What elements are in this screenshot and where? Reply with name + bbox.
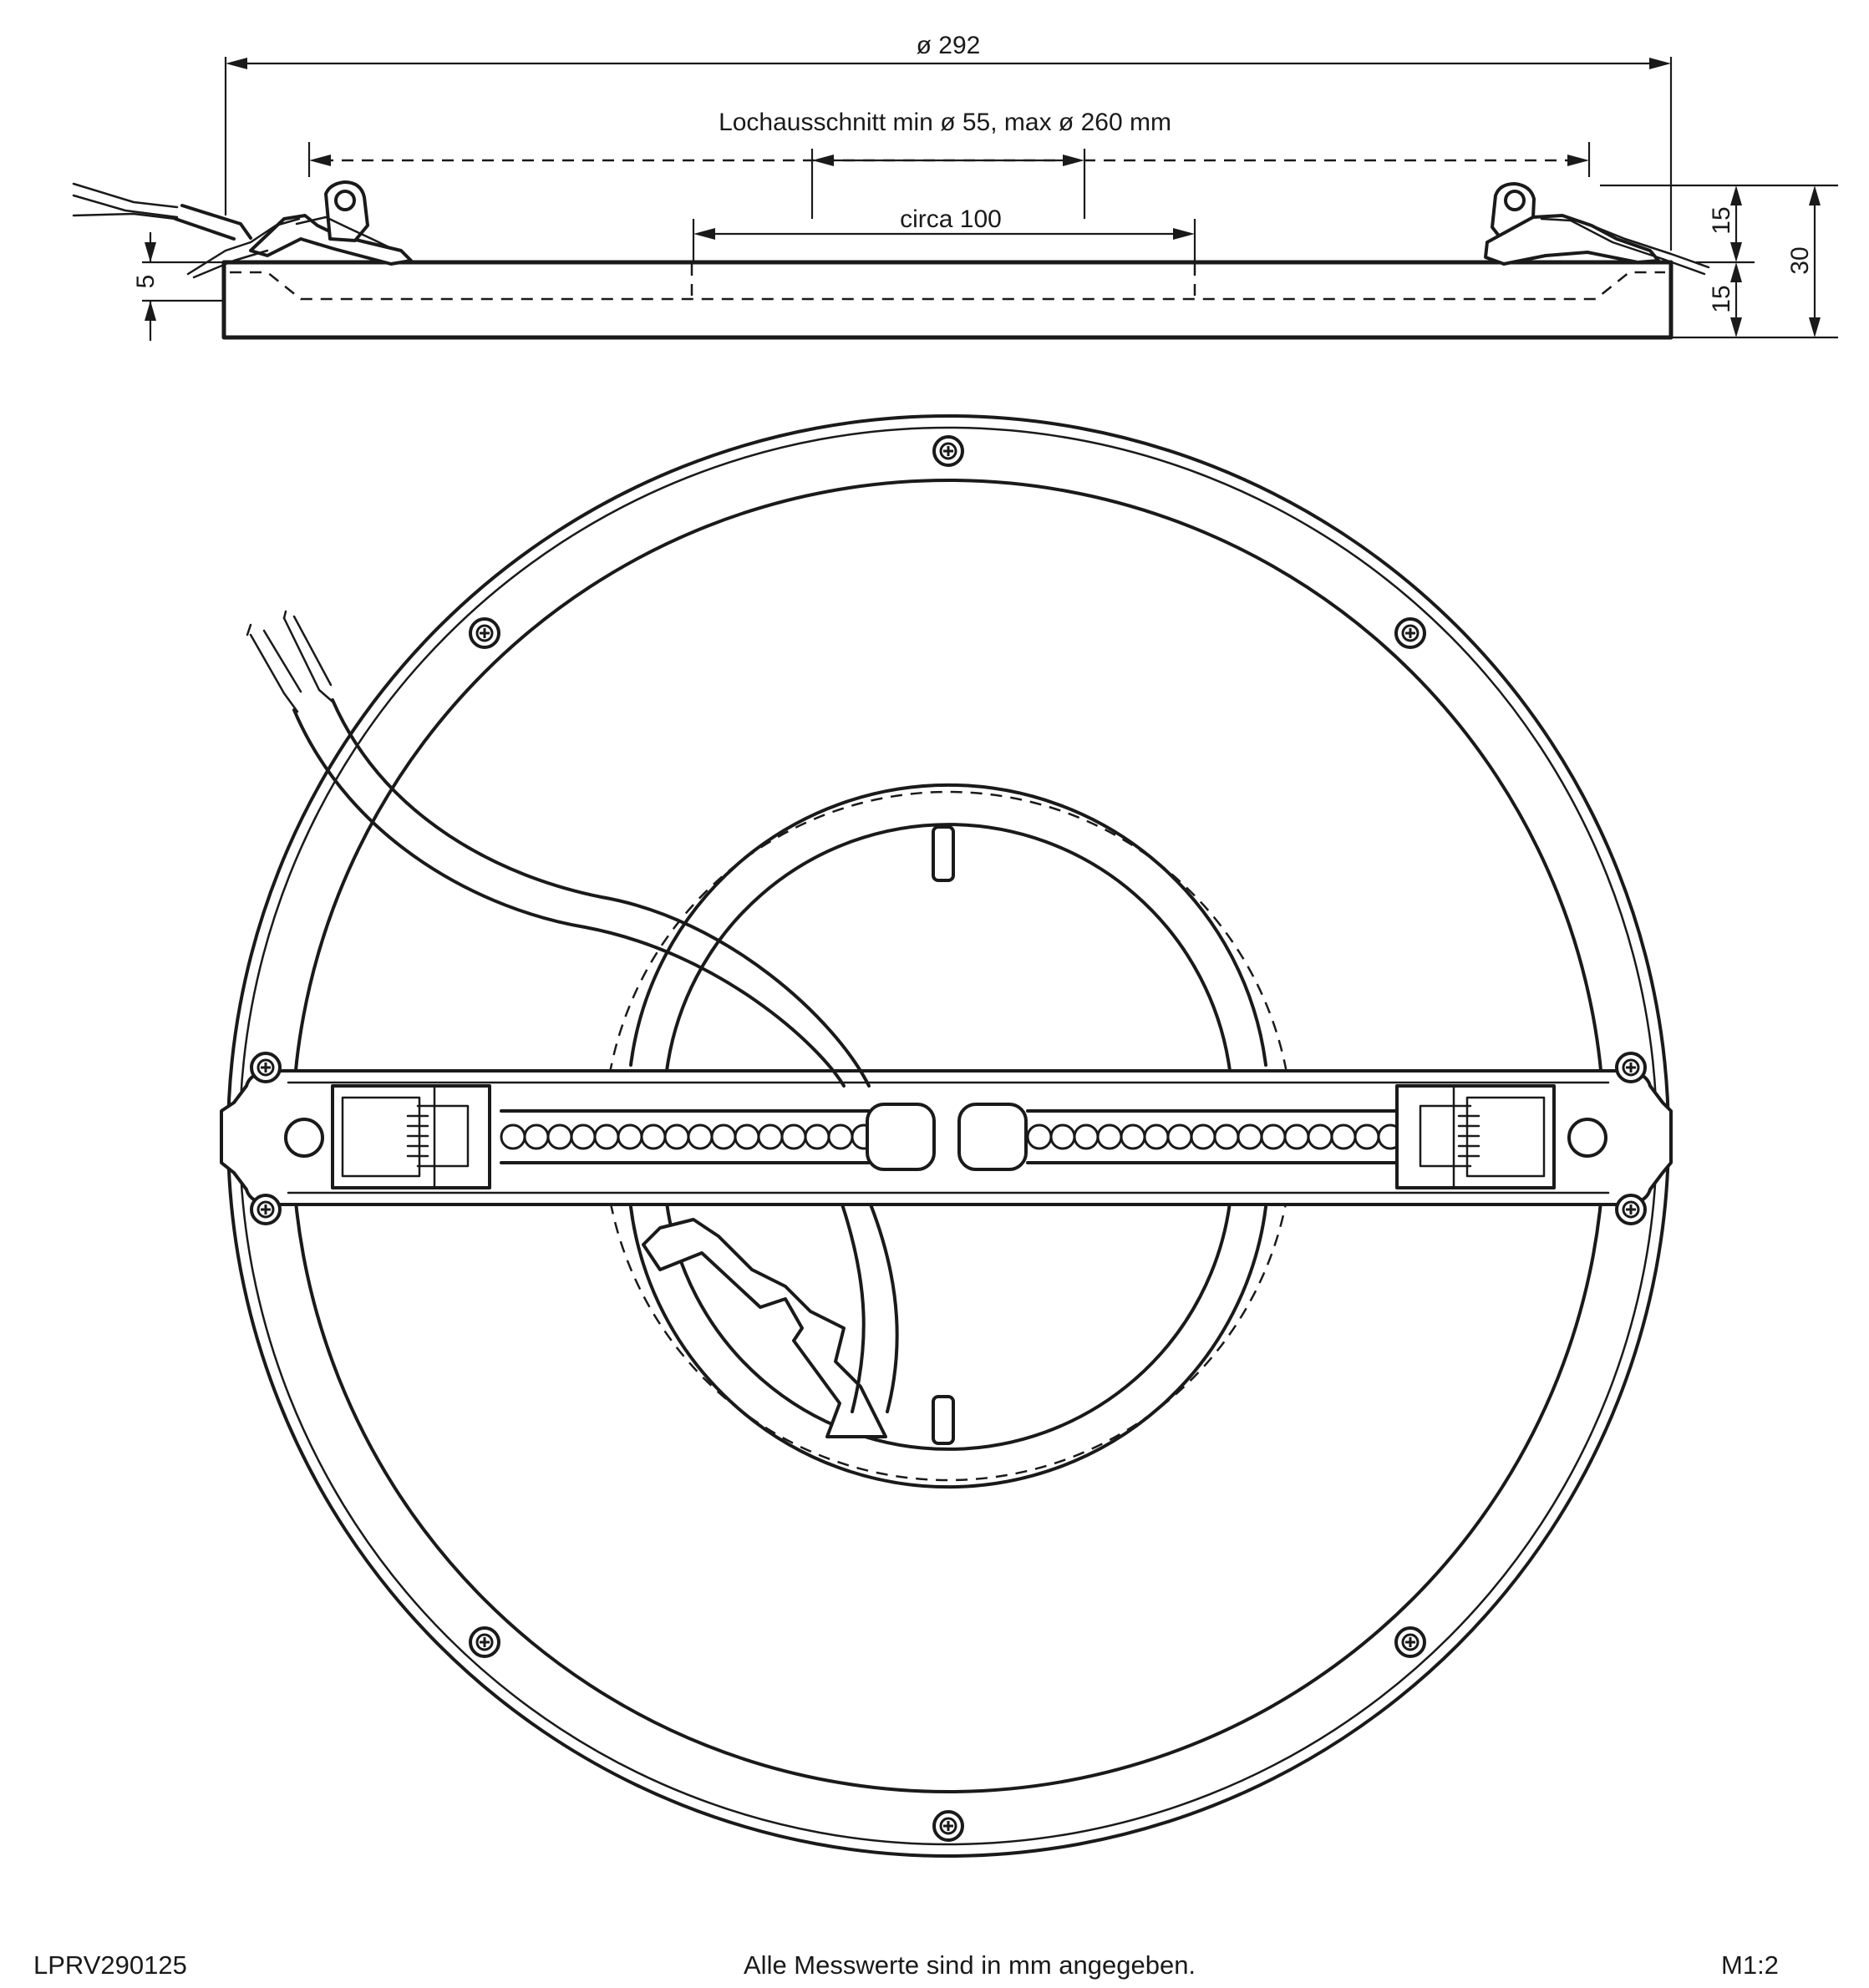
screw-icon (250, 1194, 282, 1225)
chain-bead (1120, 1123, 1146, 1150)
center-slot-left (866, 1103, 936, 1171)
chain-bead (1307, 1123, 1333, 1150)
chain-bead (1143, 1123, 1170, 1150)
screw-icon (469, 1626, 500, 1658)
scale-label: M1:2 (1721, 1950, 1779, 1980)
dim-hole-cutout-label: Lochausschnitt min ø 55, max ø 260 mm (719, 109, 1171, 136)
screw-icon (469, 617, 500, 649)
measurement-note: Alle Messwerte sind in mm angegeben. (744, 1950, 1196, 1980)
screw-icon (1394, 617, 1426, 649)
chain-bead (1026, 1123, 1053, 1150)
chain-bead (1354, 1123, 1380, 1150)
chain-bead (827, 1123, 854, 1150)
chain-bead (640, 1123, 667, 1150)
left-spring-mechanism (331, 1084, 491, 1189)
screw-icon (932, 1810, 964, 1842)
chain-bead (1049, 1123, 1076, 1150)
center-ring-inner (665, 823, 1232, 1073)
dim-spring-span: circa 100 (692, 205, 1196, 261)
chain-bead (663, 1123, 690, 1150)
dim-outer-diameter: ø 292 (224, 32, 1673, 251)
chain-bead (1283, 1123, 1310, 1150)
chain-bead (1190, 1123, 1216, 1150)
chain-bead (593, 1123, 620, 1150)
bead-chain (500, 1109, 1404, 1164)
chain-bead (1237, 1123, 1263, 1150)
screw-icon (932, 435, 964, 467)
chain-bead (617, 1123, 643, 1150)
chain-bead (757, 1123, 784, 1150)
chain-bead (1073, 1123, 1100, 1150)
dim-height-lower-label: 15 (1708, 285, 1735, 312)
side-view: ø 292 Lochausschnitt min ø 55, max ø 260… (72, 32, 1838, 341)
chain-bead (523, 1123, 550, 1150)
chain-bead (1096, 1123, 1123, 1150)
right-spring-mechanism (1395, 1084, 1556, 1189)
terminal-block (642, 1218, 887, 1438)
left-spring-clip (186, 180, 413, 279)
chain-bead (1260, 1123, 1287, 1150)
chain-bead (710, 1123, 737, 1150)
center-slot-right (957, 1103, 1028, 1171)
dim-height-total-label: 30 (1786, 246, 1814, 274)
top-view (220, 414, 1673, 1858)
article-number: LPRV290125 (33, 1950, 187, 1980)
screw-icon (1615, 1052, 1647, 1083)
left-cable (72, 182, 252, 241)
dim-heights: 15 15 30 (1600, 184, 1838, 339)
center-ring-outer (629, 783, 1267, 1067)
dim-edge-thickness: 5 (132, 232, 224, 341)
dim-spring-span-label: circa 100 (900, 205, 1002, 233)
chain-bead (804, 1123, 830, 1150)
chain-bead (546, 1123, 573, 1150)
screw-icon (1394, 1626, 1426, 1658)
chain-bead (1166, 1123, 1193, 1150)
right-spring-clip (1484, 182, 1710, 276)
dim-outer-diameter-label: ø 292 (917, 32, 981, 59)
dim-height-upper-label: 15 (1708, 206, 1735, 234)
chain-bead (734, 1123, 760, 1150)
dim-hole-cutout: Lochausschnitt min ø 55, max ø 260 mm (307, 109, 1591, 219)
cable (246, 610, 899, 1413)
chain-bead (780, 1123, 807, 1150)
screw-icon (250, 1052, 282, 1083)
chain-bead (1213, 1123, 1240, 1150)
panel-hidden-profile (230, 271, 1665, 301)
dim-edge-thickness-label: 5 (132, 275, 160, 289)
chain-bead (687, 1123, 714, 1150)
chain-bead (570, 1123, 597, 1150)
screw-icon (1615, 1194, 1647, 1225)
chain-bead (1330, 1123, 1357, 1150)
chain-bead (500, 1123, 526, 1150)
mounting-bar (220, 1069, 1673, 1206)
